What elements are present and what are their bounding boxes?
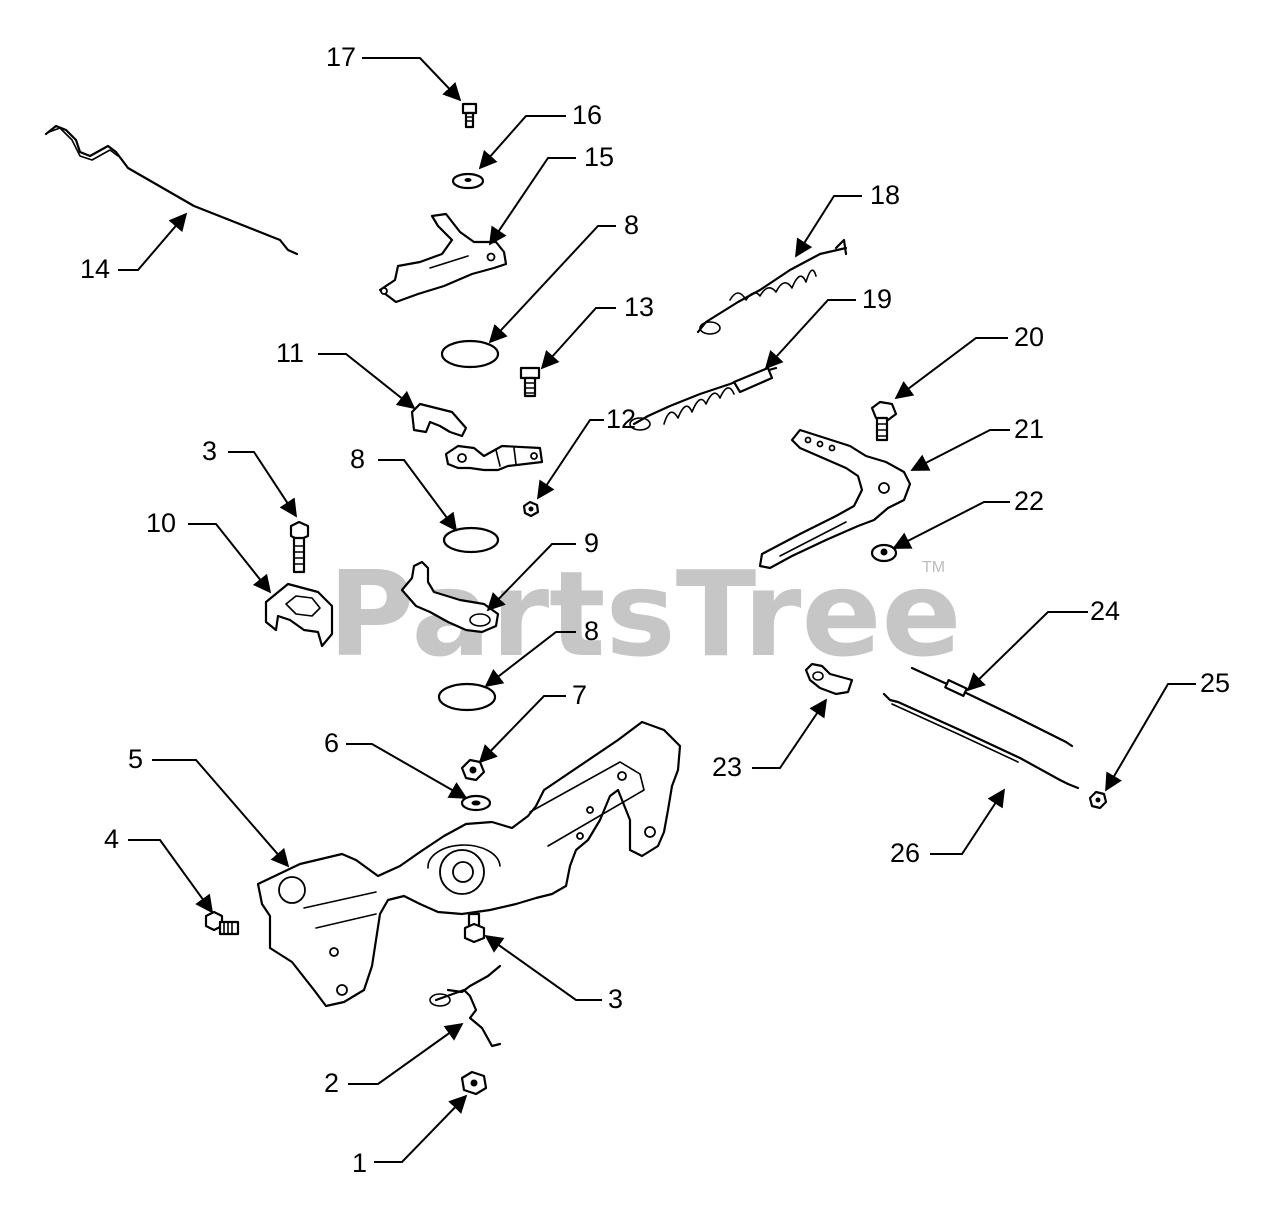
callout-20: 20 [894,322,1044,400]
part-8-washer-top [440,339,500,369]
callout-17-label: 17 [326,42,356,72]
callout-1: 1 [352,1094,468,1178]
callout-25-label: 25 [1200,668,1230,698]
callout-6-label: 6 [324,728,339,758]
part-3-bolt-lower [463,912,486,944]
callout-23: 23 [712,698,828,782]
callout-26-label: 26 [890,838,920,868]
part-5-main-bracket [256,720,682,1008]
callout-19: 19 [764,284,892,370]
callout-8-middle: 8 [350,444,458,532]
callout-15-label: 15 [584,142,614,172]
part-2-clip [429,964,502,1048]
callout-23-label: 23 [712,752,742,782]
part-12-nut [522,500,540,518]
part-11-lever [410,402,544,472]
callout-10: 10 [146,508,272,594]
callout-13: 13 [540,292,654,370]
part-7-nut [460,758,486,782]
callout-14: 14 [80,212,188,284]
callout-12: 12 [537,404,636,500]
callout-8-lower: 8 [484,616,599,688]
callout-26: 26 [890,788,1005,868]
part-4-bolt [204,910,240,936]
callout-3-upper: 3 [202,436,297,518]
part-18-spring [696,238,848,335]
callout-24-label: 24 [1090,596,1120,626]
callout-4-label: 4 [104,824,119,854]
callout-12-label: 12 [606,404,636,434]
callout-16-label: 16 [572,100,602,130]
callout-19-label: 19 [862,284,892,314]
part-1-nut [460,1070,488,1096]
callout-8-top-label: 8 [624,210,639,240]
callout-2-label: 2 [324,1068,339,1098]
callout-16: 16 [478,100,602,170]
part-6-washer [460,794,492,812]
part-8-washer-middle [442,526,500,554]
part-21-lever [758,428,912,570]
callout-5-label: 5 [128,744,143,774]
part-9-lever [400,560,500,634]
callout-22-label: 22 [1014,486,1044,516]
callout-15: 15 [488,142,614,246]
part-22-nut [870,543,898,563]
part-3-bolt-upper [289,520,310,574]
part-8-washer-lower [437,682,497,712]
callout-3-upper-label: 3 [202,436,217,466]
callout-21: 21 [910,414,1044,471]
callout-3-lower-label: 3 [608,984,623,1014]
callout-8-middle-label: 8 [350,444,365,474]
callout-22: 22 [892,486,1044,549]
callout-24: 24 [966,596,1120,692]
callout-5: 5 [128,744,290,868]
part-13-bolt [519,366,541,398]
callout-11: 11 [276,338,416,410]
watermark-trademark: TM [922,559,945,576]
callout-11-label: 11 [276,338,304,368]
callout-6: 6 [324,728,468,799]
callout-8-top: 8 [488,210,639,344]
callout-9-label: 9 [584,528,599,558]
part-16-washer [451,172,485,190]
callout-21-label: 21 [1014,414,1044,444]
part-24-rod [910,666,1074,748]
callout-18: 18 [795,180,900,258]
callout-3-lower: 3 [484,934,623,1014]
callout-13-label: 13 [624,292,654,322]
part-15-lever [378,212,508,304]
part-14-rod [44,124,299,256]
callout-1-label: 1 [352,1148,367,1178]
part-19-spring [629,366,778,431]
part-25-fastener [1088,790,1108,810]
callout-10-label: 10 [146,508,176,538]
part-10-bracket [264,582,334,648]
part-26-rod [882,692,1080,790]
callout-7-label: 7 [572,680,587,710]
callout-2: 2 [324,1022,464,1098]
part-23-clip [804,662,854,696]
callout-20-label: 20 [1014,322,1044,352]
callout-7: 7 [478,680,587,764]
callout-9: 9 [486,528,599,612]
callout-14-label: 14 [80,254,110,284]
callout-4: 4 [104,824,214,914]
part-17-bolt [461,102,478,129]
callout-18-label: 18 [870,180,900,210]
callout-25: 25 [1105,668,1230,792]
part-20-bolt [870,400,898,442]
callout-17: 17 [326,42,462,102]
callout-8-lower-label: 8 [584,616,599,646]
